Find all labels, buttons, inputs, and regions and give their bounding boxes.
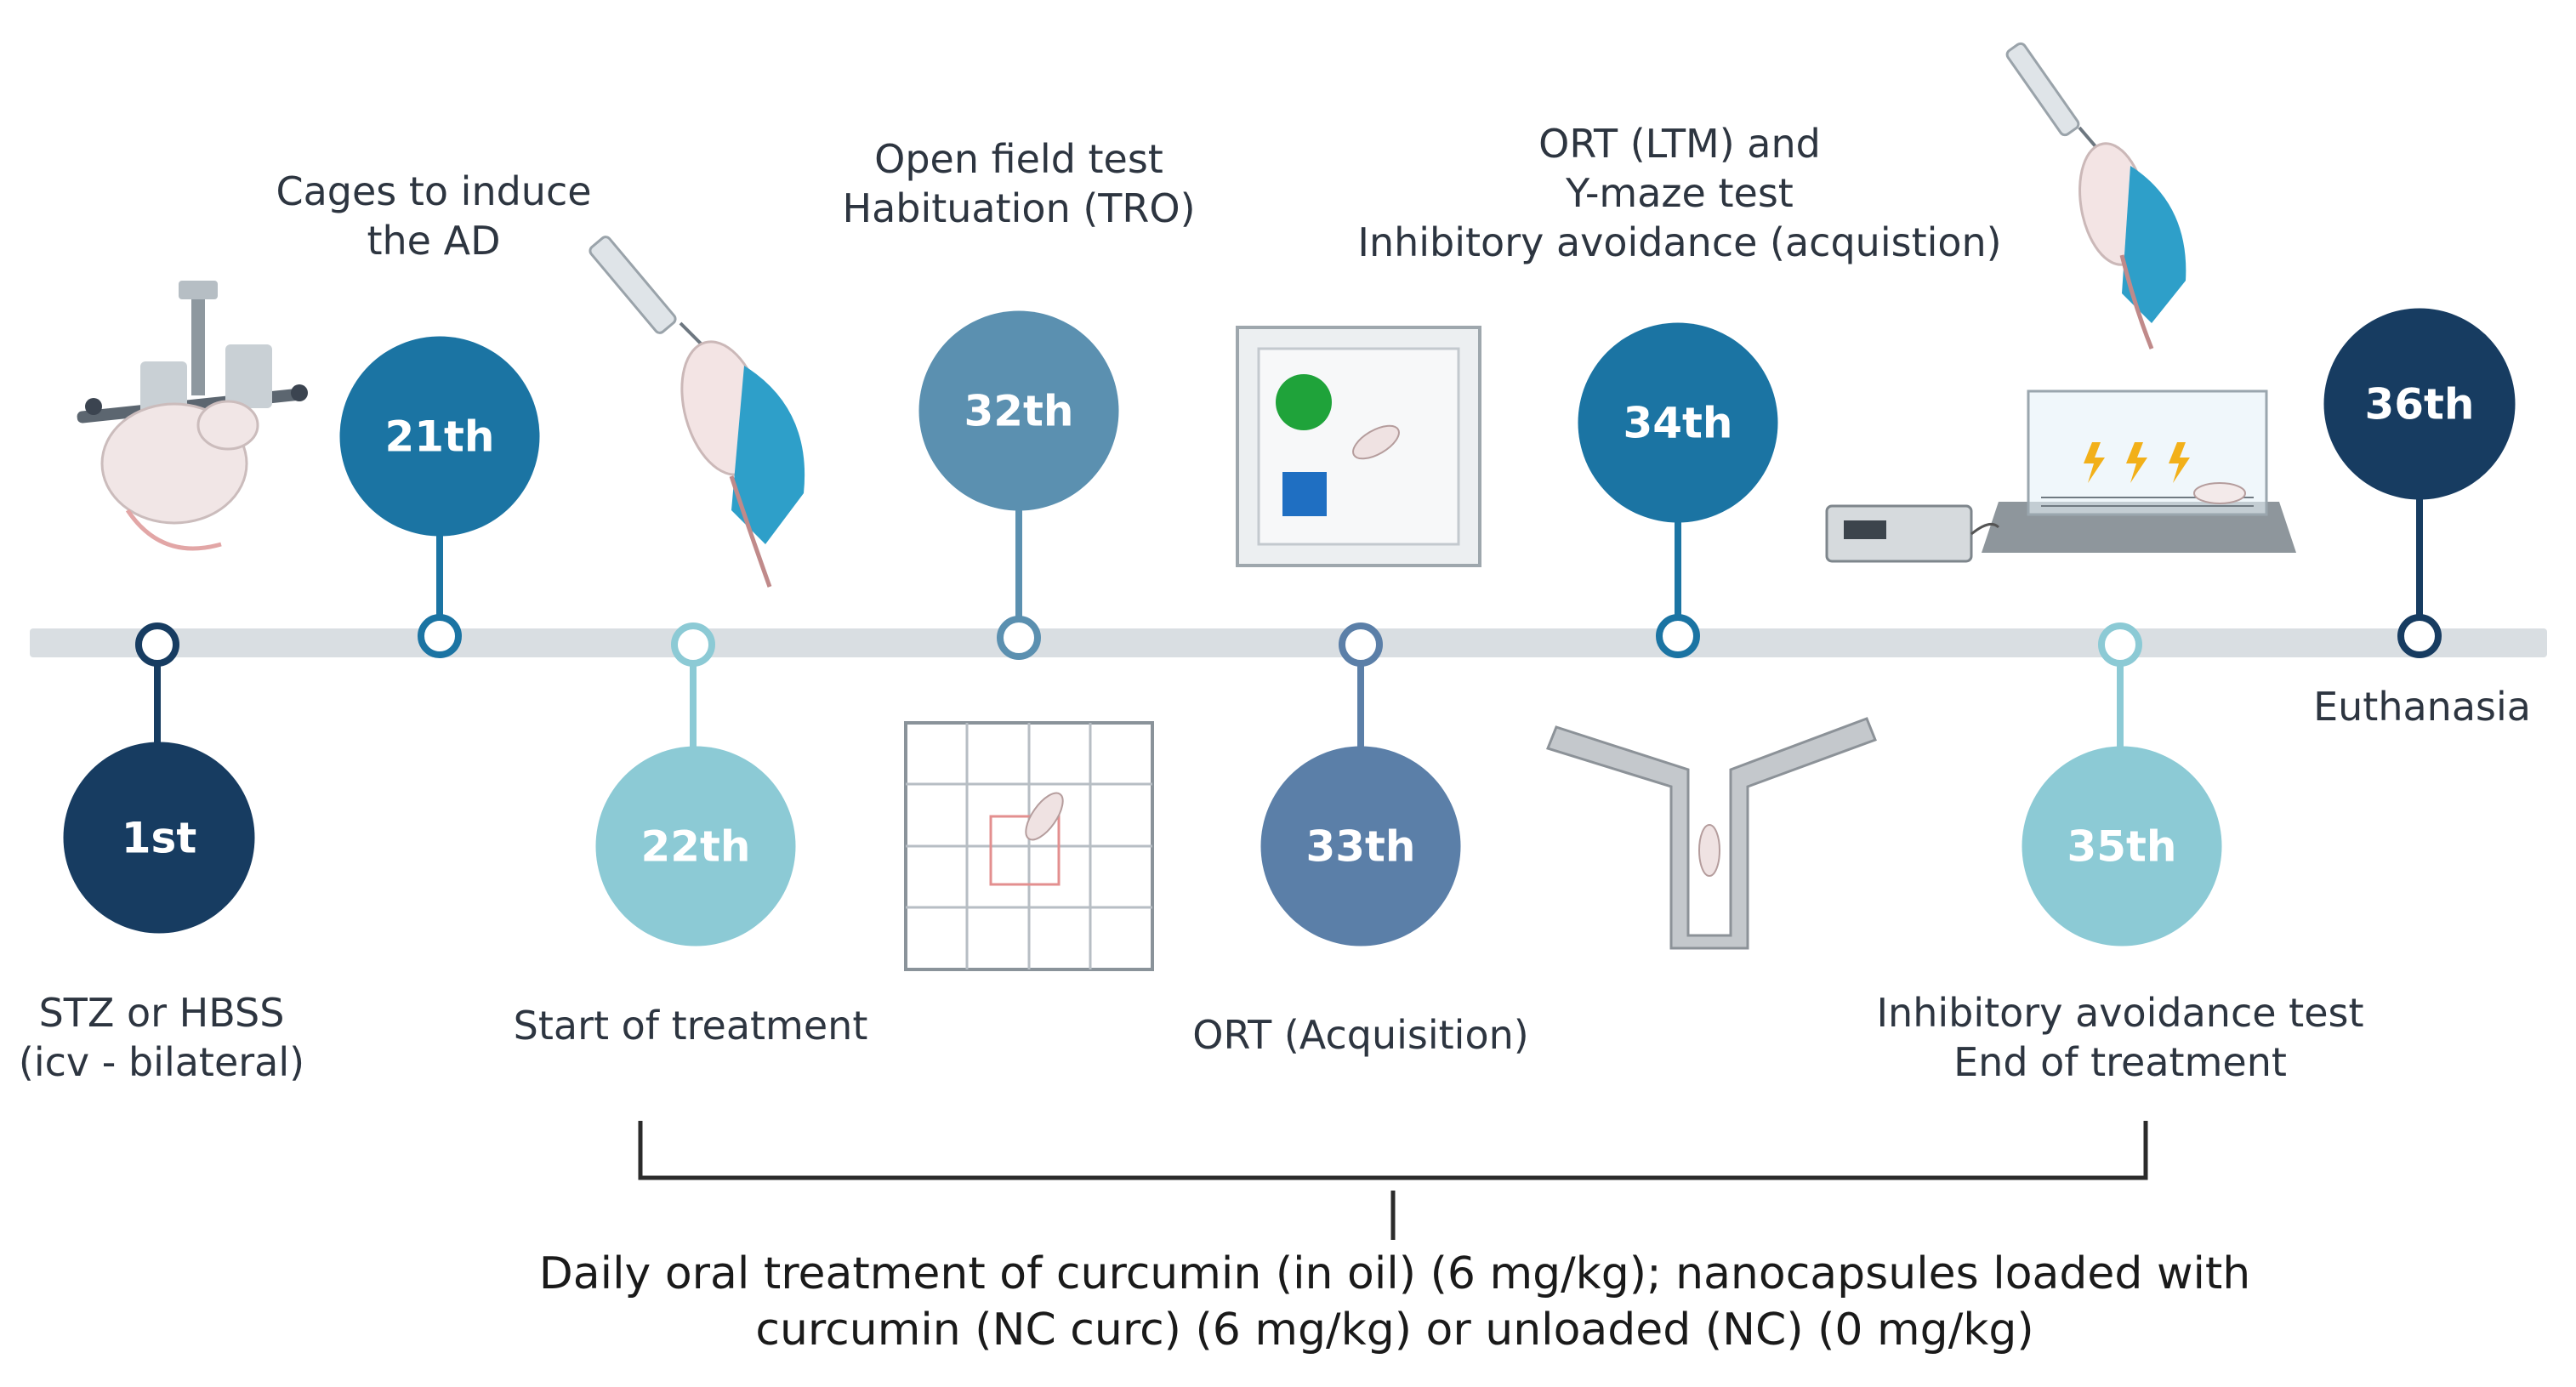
node-1st: [135, 622, 179, 667]
node-34th: [1656, 614, 1700, 658]
day-circle-35th: 35th: [2022, 746, 2222, 946]
inhibitory-avoidance-box-icon: [1825, 389, 2296, 563]
day-label: 33th: [1305, 821, 1416, 871]
day-label: 32th: [964, 386, 1074, 435]
day-circle-1st: 1st: [63, 742, 255, 934]
day-label: 22th: [640, 821, 751, 871]
day-circle-22th: 22th: [595, 746, 796, 946]
open-field-grid-icon: [904, 721, 1154, 971]
object-recognition-arena-icon: [1236, 326, 1481, 567]
timeline-bar: [30, 628, 2547, 657]
timeline-stems: [154, 497, 2423, 748]
node-33th: [1339, 622, 1383, 667]
day-circle-34th: 34th: [1578, 322, 1778, 523]
caption-22th: Start of treatment: [513, 1003, 868, 1049]
caption-21th: Cages to induce the AD: [276, 168, 592, 264]
day-label: 36th: [2364, 379, 2475, 429]
day-label: 1st: [121, 813, 197, 862]
day-label: 21th: [384, 412, 495, 461]
treatment-note: Daily oral treatment of curcumin (in oil…: [538, 1248, 2251, 1356]
day-circle-36th: 36th: [2323, 308, 2516, 500]
node-21th: [418, 614, 462, 658]
syringe-injection-icon: [589, 236, 805, 588]
node-32th: [997, 616, 1041, 660]
syringe-injection-icon: [2005, 42, 2186, 350]
stereotaxic-mouse-icon: [77, 281, 308, 551]
caption-1st: STZ or HBSS (icv - bilateral): [18, 990, 305, 1085]
y-maze-icon: [1546, 717, 1877, 950]
day-circle-21th: 21th: [339, 336, 540, 537]
caption-35th: Inhibitory avoidance test End of treatme…: [1876, 990, 2364, 1085]
caption-34th: ORT (LTM) and Y-maze test Inhibitory avo…: [1357, 121, 2002, 265]
timeline-nodes: [135, 614, 2442, 667]
treatment-bracket: [638, 1121, 2148, 1240]
node-36th: [2397, 614, 2442, 658]
day-circle-32th: 32th: [918, 310, 1119, 511]
caption-33th: ORT (Acquisition): [1192, 1012, 1529, 1058]
node-35th: [2098, 622, 2142, 667]
day-label: 35th: [2067, 821, 2177, 871]
node-22th: [671, 622, 715, 667]
day-label: 34th: [1623, 398, 1733, 447]
day-circle-33th: 33th: [1260, 746, 1461, 946]
caption-36th: Euthanasia: [2313, 684, 2531, 730]
caption-32th: Open field test Habituation (TRO): [842, 136, 1196, 231]
